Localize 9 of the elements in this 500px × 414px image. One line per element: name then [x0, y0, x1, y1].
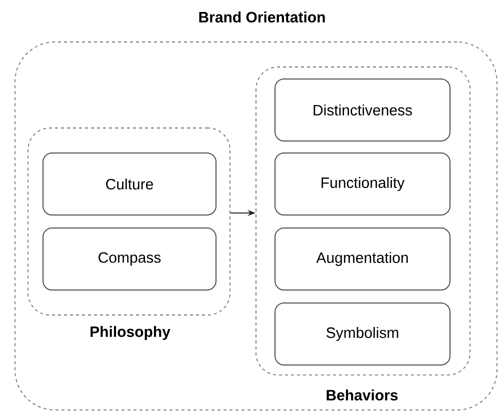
rounded-box: Distinctiveness: [274, 78, 450, 142]
group-heading: Behaviors: [326, 389, 398, 400]
group-heading: Brand Orientation: [199, 11, 325, 22]
rounded-box: Augmentation: [274, 227, 450, 290]
group-heading: Philosophy: [90, 326, 170, 340]
rounded-box: Symbolism: [274, 302, 450, 366]
rounded-box: Compass: [42, 227, 216, 290]
rounded-box: Functionality: [274, 152, 450, 216]
rounded-box: Culture: [42, 152, 216, 216]
